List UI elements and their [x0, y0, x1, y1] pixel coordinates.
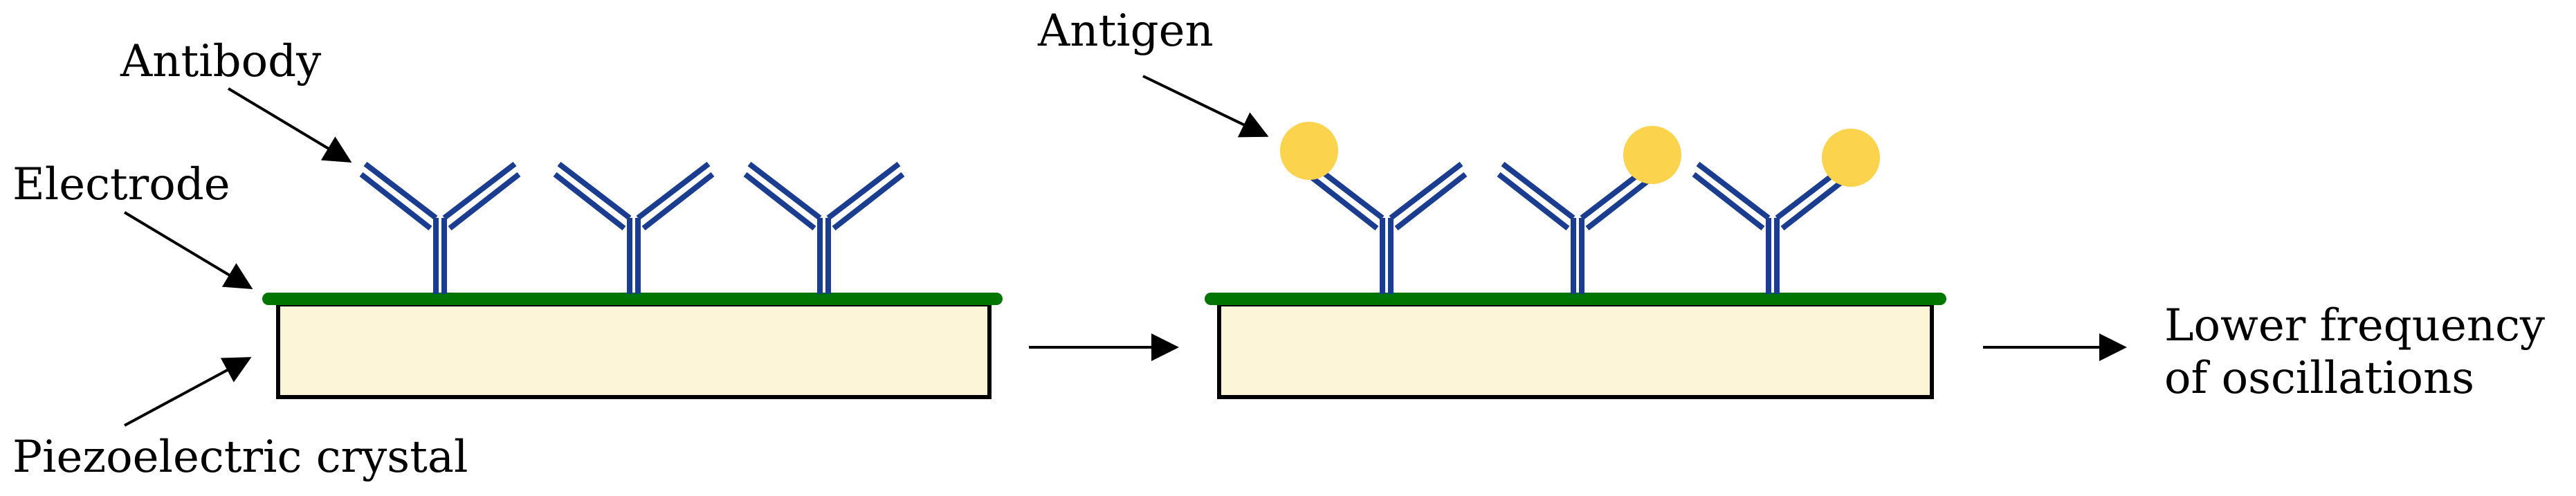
antibody-label: Antibody	[120, 36, 321, 87]
antigen-circle-2	[1623, 126, 1681, 184]
piezoelectric-crystal-left	[276, 302, 992, 399]
antibody-5	[1497, 161, 1659, 294]
antigen-pointer-arrow	[1142, 75, 1269, 138]
antigen-label: Antigen	[1037, 6, 1214, 57]
antibody-1	[359, 161, 521, 294]
antibody-3	[743, 161, 905, 294]
result-label-line2: of oscillations	[2164, 353, 2474, 404]
antibody-4	[1306, 161, 1468, 294]
crystal-pointer-arrow	[124, 357, 252, 427]
antibody-2	[553, 161, 715, 294]
antibody-pointer-arrow	[227, 87, 352, 163]
electrode-label: Electrode	[12, 159, 230, 210]
crystal-label: Piezoelectric crystal	[12, 432, 468, 483]
antibody-6	[1692, 161, 1854, 294]
piezoelectric-crystal-right	[1217, 302, 1934, 399]
antigen-circle-3	[1822, 129, 1880, 187]
result-label-line1: Lower frequency	[2164, 300, 2545, 351]
antigen-circle-1	[1280, 122, 1338, 180]
electrode-pointer-arrow	[123, 211, 253, 290]
